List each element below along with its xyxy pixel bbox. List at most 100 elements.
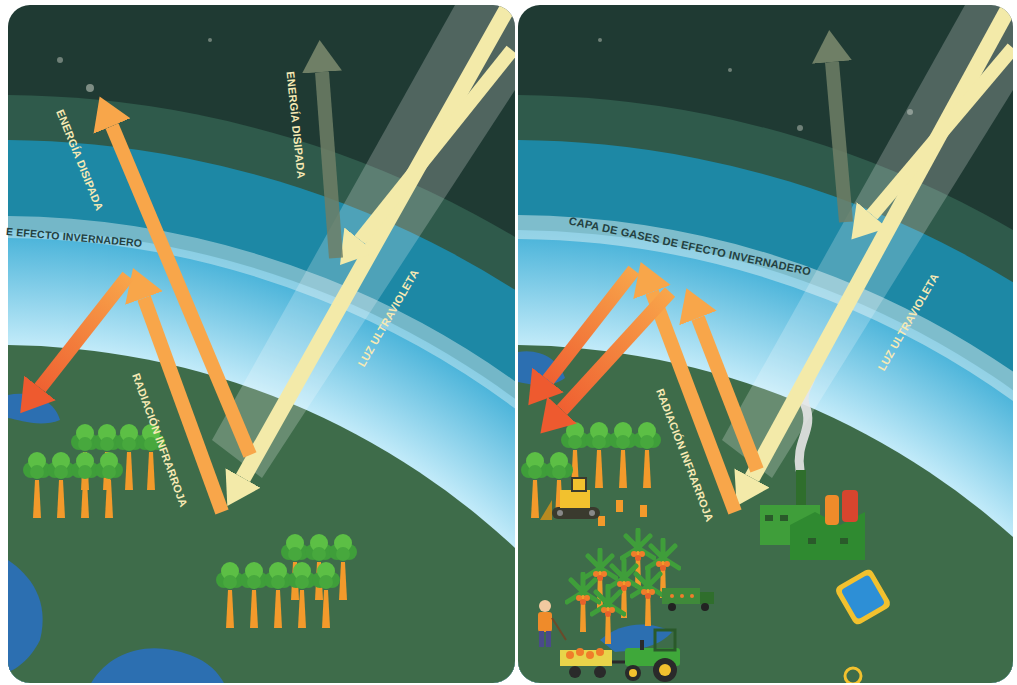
left-panel xyxy=(8,5,515,683)
pond xyxy=(841,574,886,619)
ultraviolet-arrow xyxy=(752,5,1013,478)
reflected-infrared-arrow xyxy=(548,270,634,380)
tree xyxy=(47,452,75,518)
tree xyxy=(240,562,268,628)
tree xyxy=(288,562,316,628)
reflected-infrared-arrow xyxy=(562,292,670,410)
worker xyxy=(546,631,551,647)
bulldozer xyxy=(540,500,552,520)
truck xyxy=(670,594,674,598)
tractor-with-trailer xyxy=(629,669,637,677)
tree xyxy=(95,452,123,518)
truck xyxy=(668,603,676,611)
arrow-label: RADIACIÓN INFRARROJA xyxy=(654,387,716,523)
truck xyxy=(680,594,684,598)
tree xyxy=(115,424,143,490)
tractor-with-trailer xyxy=(560,650,612,666)
worker xyxy=(539,600,551,612)
tractor-with-trailer xyxy=(653,658,677,682)
factory xyxy=(840,538,848,544)
tractor-with-trailer xyxy=(625,665,641,681)
tree xyxy=(609,422,637,488)
water xyxy=(8,394,60,424)
factory xyxy=(796,470,806,510)
trees xyxy=(521,422,661,518)
oil-palm xyxy=(567,574,599,632)
stumps xyxy=(640,505,647,517)
factory xyxy=(808,538,816,544)
arrow-label: ENERGÍA DISIPADA xyxy=(284,71,307,179)
bulldozer xyxy=(557,510,563,516)
bulldozer xyxy=(560,490,590,508)
bulldozer xyxy=(552,507,600,519)
factory xyxy=(825,495,839,525)
factory xyxy=(760,372,865,560)
dissipated-energy-arrow xyxy=(832,62,846,222)
bulldozer xyxy=(572,478,586,491)
reflected-infrared-arrow xyxy=(40,276,128,388)
worker xyxy=(538,600,566,647)
ultraviolet-arrow xyxy=(872,48,1013,215)
tractor-with-trailer xyxy=(596,648,604,656)
worker xyxy=(539,631,544,647)
arrow-label: LUZ ULTRAVIOLETA xyxy=(875,271,940,372)
trees xyxy=(23,424,357,628)
tree xyxy=(312,562,340,628)
stumps xyxy=(598,516,605,526)
right-panel xyxy=(797,125,803,131)
water xyxy=(8,560,43,672)
bulldozer xyxy=(589,510,595,516)
left-panel xyxy=(57,57,63,63)
tractor-with-trailer xyxy=(659,664,671,676)
pond xyxy=(834,567,892,626)
factory xyxy=(765,515,773,521)
tree xyxy=(264,562,292,628)
tree xyxy=(71,452,99,518)
tractor-with-trailer xyxy=(594,666,606,678)
tree xyxy=(521,452,549,518)
arrow-label: ENERGÍA DISIPADA xyxy=(54,108,105,212)
ultraviolet-arrow xyxy=(360,50,512,240)
bulldozer xyxy=(540,478,600,520)
layer-label: CAPA DE GASES DE EFECTO INVERNADERO xyxy=(568,214,812,277)
factory xyxy=(780,515,788,521)
truck xyxy=(662,588,700,604)
tractor-with-trailer xyxy=(586,651,594,659)
oil-palm xyxy=(592,586,624,644)
right-panel xyxy=(728,68,732,72)
truck xyxy=(662,588,714,611)
tractor-with-trailer xyxy=(566,651,574,659)
layer-label: E EFECTO INVERNADERO xyxy=(5,225,142,249)
right-panel xyxy=(598,38,602,42)
water xyxy=(90,648,225,683)
dissipated-energy-arrow xyxy=(322,72,336,258)
tree xyxy=(23,452,51,518)
arrow-label: LUZ ULTRAVIOLETA xyxy=(355,267,420,368)
tree xyxy=(585,422,613,488)
oil-palms xyxy=(567,530,679,644)
tractor-with-trailer xyxy=(612,661,625,664)
tractor-with-trailer xyxy=(569,666,581,678)
truck xyxy=(700,592,714,604)
tractor-with-trailer xyxy=(655,630,675,650)
pond xyxy=(834,567,892,626)
arrow-label: RADIACIÓN INFRARROJA xyxy=(130,371,190,508)
tractor-with-trailer xyxy=(640,640,644,650)
truck xyxy=(701,603,709,611)
right-panel xyxy=(518,5,1013,683)
well xyxy=(845,668,861,683)
tree xyxy=(633,422,661,488)
truck xyxy=(690,594,694,598)
tractor-with-trailer xyxy=(576,648,584,656)
infrared-arrow xyxy=(144,298,222,512)
ultraviolet-arrow xyxy=(243,5,512,478)
infrared-arrow xyxy=(698,318,757,470)
stumps xyxy=(616,500,623,512)
factory xyxy=(842,490,858,522)
left-panel xyxy=(208,38,212,42)
worker xyxy=(538,612,552,632)
left-panel xyxy=(86,84,94,92)
worker xyxy=(552,618,566,640)
